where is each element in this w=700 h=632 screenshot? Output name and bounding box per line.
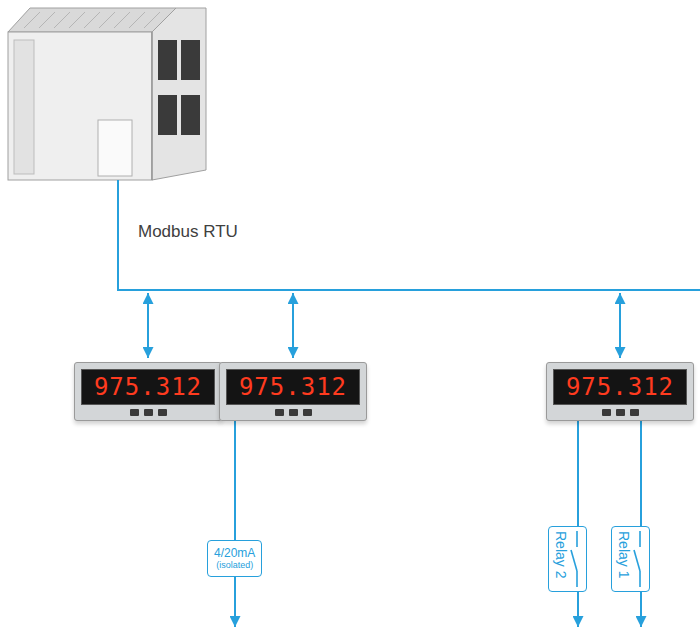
relay-label: Relay 2 (552, 531, 570, 587)
meter-buttons (553, 409, 687, 416)
relay-label: Relay 1 (615, 531, 633, 587)
plc-connector (158, 40, 177, 80)
display-value: 975.312 (239, 375, 347, 399)
output-label: (isolated) (214, 560, 255, 571)
switch-line (576, 571, 578, 587)
switch-line (576, 531, 578, 547)
bus-arrow (147, 293, 149, 358)
meter-button (616, 409, 625, 416)
bus-arrow (619, 293, 621, 358)
plc-front (8, 32, 152, 180)
switch-line (571, 550, 577, 571)
relay-box: Relay 2 (548, 526, 587, 592)
switch-line (639, 531, 641, 547)
vent (84, 12, 100, 28)
switch-symbol (570, 531, 584, 587)
meter-button (602, 409, 611, 416)
vent (144, 12, 160, 28)
relay-box: Relay 1 (611, 526, 650, 592)
meter-buttons (226, 409, 360, 416)
output-wire (640, 421, 642, 526)
led-display: 975.312 (553, 369, 687, 405)
panel-meter: 975.312 (219, 362, 367, 421)
modbus-bus (118, 180, 700, 290)
meter-button (630, 409, 639, 416)
led-display: 975.312 (226, 369, 360, 405)
output-wire (577, 421, 579, 526)
bus-label: Modbus RTU (138, 222, 238, 242)
plc-edge (152, 32, 153, 180)
meter-button (144, 409, 153, 416)
connectors (235, 421, 641, 540)
vent (39, 12, 55, 28)
display-value: 975.312 (566, 375, 674, 399)
plc-side-panel (14, 40, 34, 174)
meter-button (289, 409, 298, 416)
meter-button (130, 409, 139, 416)
vent (129, 12, 145, 28)
panel-meter: 975.312 (546, 362, 694, 421)
output-box: 4/20mA(isolated) (207, 540, 262, 577)
vent (69, 12, 85, 28)
switch-symbol (633, 531, 647, 587)
plc-top (8, 8, 176, 32)
output-wire (234, 421, 236, 540)
plc-connector (158, 95, 177, 135)
plc-vents (24, 12, 160, 28)
vent (114, 12, 130, 28)
display-value: 975.312 (94, 375, 202, 399)
plc-connector (181, 40, 200, 80)
switch-line (634, 550, 640, 571)
bus-arrow (292, 293, 294, 358)
meter-button (158, 409, 167, 416)
meter-button (275, 409, 284, 416)
panel-meter: 975.312 (74, 362, 222, 421)
plc-illustration (8, 8, 206, 180)
meter-buttons (81, 409, 215, 416)
led-display: 975.312 (81, 369, 215, 405)
plc-door (98, 120, 132, 176)
plc-connector (181, 95, 200, 135)
vent (24, 12, 40, 28)
vent (99, 12, 115, 28)
switch-line (639, 571, 641, 587)
output-label: 4/20mA (214, 546, 255, 560)
plc-modules (152, 8, 206, 180)
meter-button (303, 409, 312, 416)
vent (54, 12, 70, 28)
